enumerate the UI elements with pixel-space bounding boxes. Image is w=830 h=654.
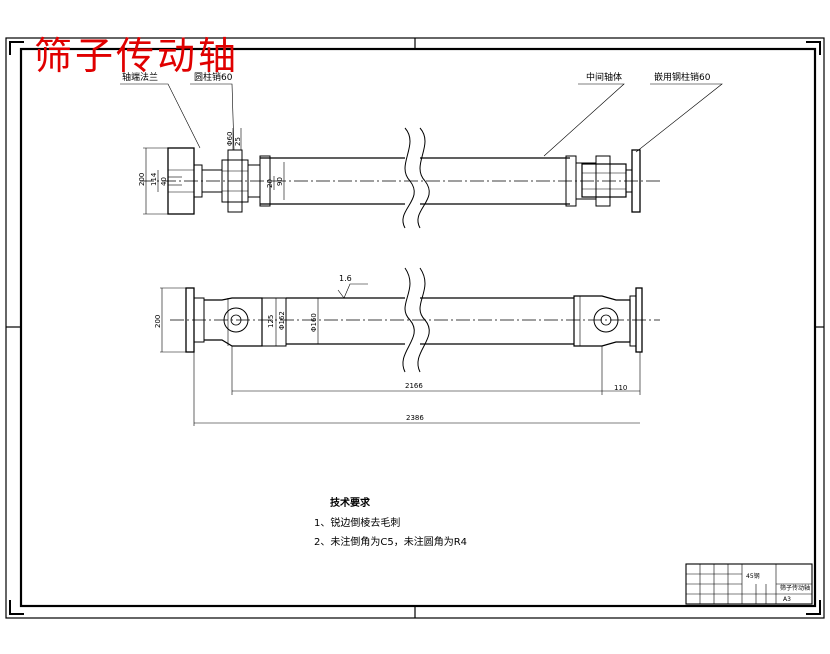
dim-tube-inner: Φ162 (278, 311, 286, 330)
dim-length-total: 2386 (406, 414, 424, 422)
dim-top-shaft-inner: 20 (266, 179, 274, 188)
title-block-part-name: 筛子传动轴 (780, 584, 810, 592)
dim-length-end: 110 (614, 384, 627, 392)
dim-tube-outer: Φ160 (310, 313, 318, 332)
callout-pin-left: 圆柱销60 (194, 71, 233, 83)
dim-top-bore: 40 (160, 177, 168, 186)
title-block-material: 45钢 (746, 572, 760, 580)
dim-top-pin-small: 25 (234, 137, 242, 146)
dim-length-inner: 2166 (405, 382, 423, 390)
callout-middle-shaft: 中间轴体 (586, 71, 622, 83)
callout-leaders (120, 83, 723, 157)
tech-requirement-2: 2、未注倒角为C5，未注圆角为R4 (314, 537, 468, 548)
callout-flange: 轴端法兰 (122, 71, 158, 83)
tech-requirement-1: 1、锐边倒棱去毛刺 (314, 518, 401, 529)
dim-top-shaft-outer: 90 (276, 177, 284, 186)
title-block-sheet-size: A3 (783, 596, 791, 603)
dim-top-flange-height: 200 (138, 173, 146, 186)
top-view (140, 127, 660, 229)
bottom-view (170, 267, 660, 373)
sheet-border (5, 37, 825, 619)
tech-requirements-title: 技术要求 (330, 498, 370, 509)
drawing-title: 筛子传动轴 (34, 34, 240, 78)
surface-finish-label: 1.6 (339, 274, 352, 283)
top-view-dimensions (143, 128, 285, 215)
dim-bottom-flange-height: 200 (154, 315, 162, 328)
dim-yoke-width: 125 (267, 315, 275, 328)
callout-pin-right: 嵌用钢柱销60 (654, 71, 711, 83)
title-block (685, 563, 813, 605)
dim-top-hub: 114 (150, 172, 158, 186)
bottom-view-dimensions (160, 283, 641, 426)
dim-top-pin: Φ60 (226, 132, 234, 146)
